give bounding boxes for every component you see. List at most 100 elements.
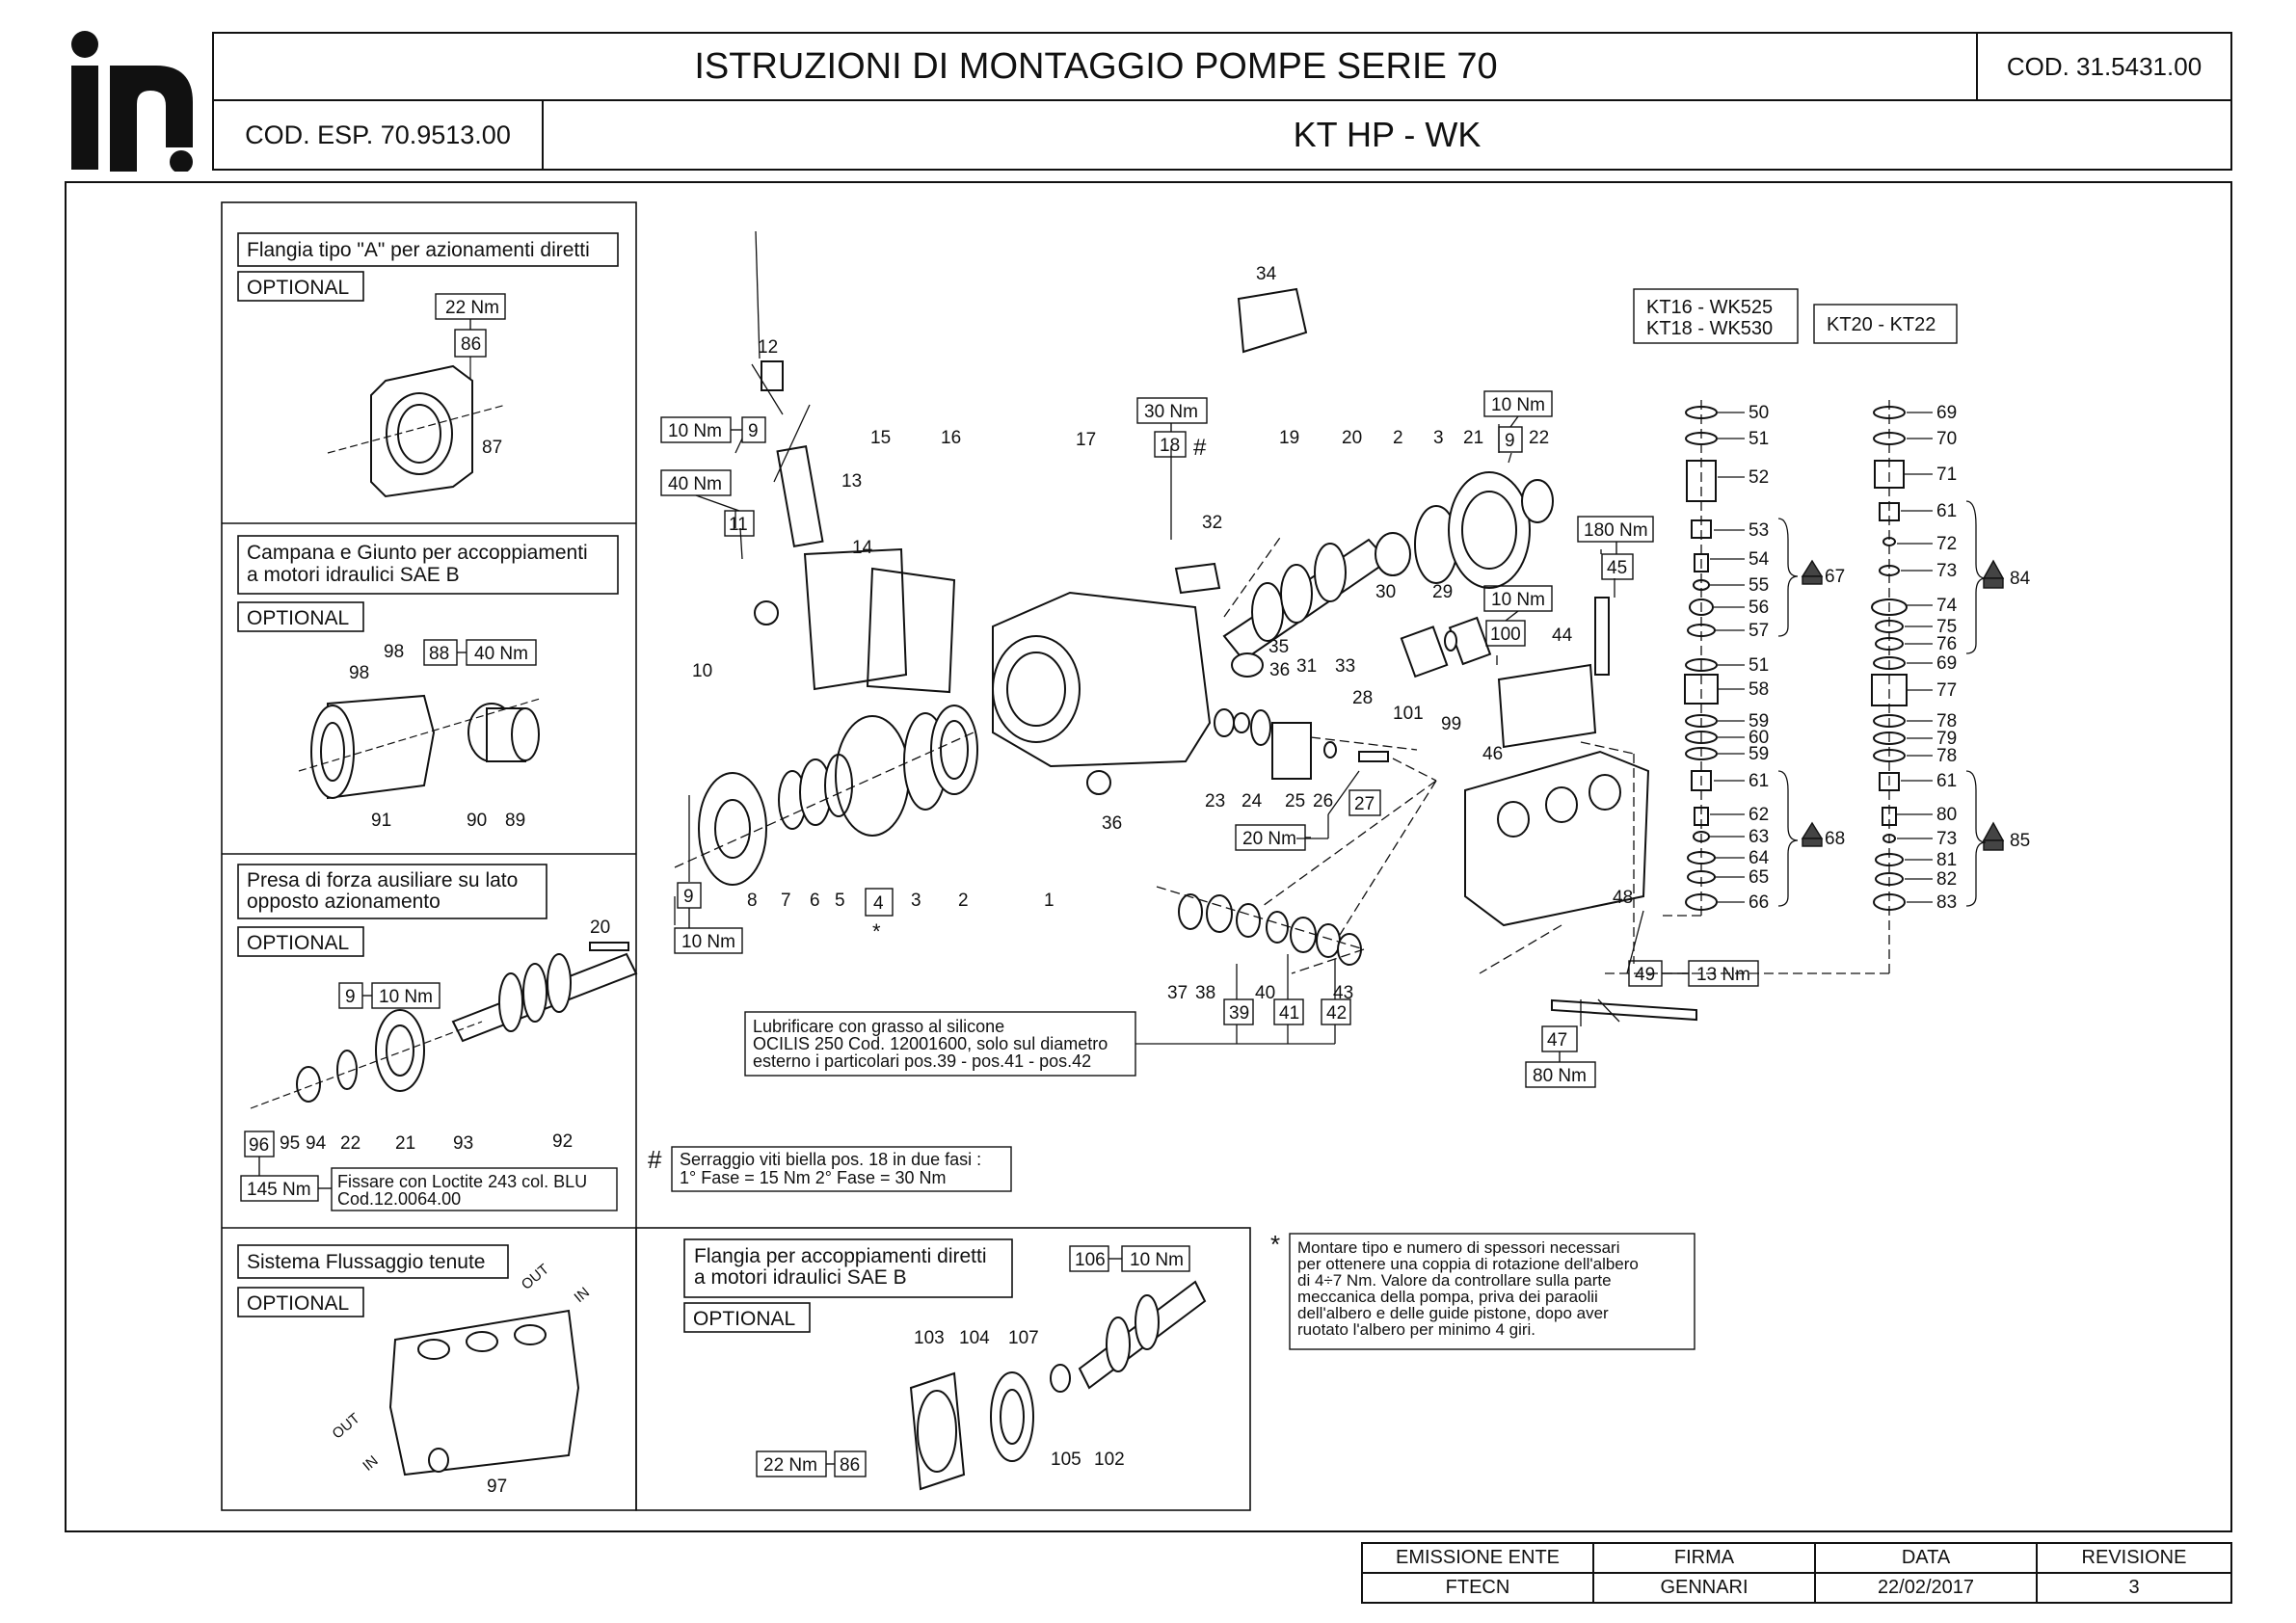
label-19: 19 [1279, 428, 1299, 448]
label-15: 15 [870, 428, 891, 448]
note-star: * Montare tipo e numero di spessori nece… [1270, 1230, 1695, 1350]
hash-symbol: # [648, 1145, 662, 1174]
vr-81: 81 [1936, 850, 1957, 870]
tag-pos-18: 18 [1160, 436, 1180, 456]
torque-connectors [688, 415, 1689, 1062]
label-101: 101 [1393, 704, 1424, 724]
tag-pos-45: 45 [1607, 558, 1627, 578]
tag-10nm-9c: 10 Nm [681, 932, 735, 952]
sae-torque-106: 10 Nm [1130, 1250, 1184, 1270]
vr-78: 78 [1936, 711, 1957, 732]
label-2a: 2 [1393, 428, 1403, 448]
tag-40nm-11: 40 Nm [668, 474, 722, 494]
sae-label-103: 103 [914, 1328, 945, 1348]
footer-header-firma: FIRMA [1673, 1547, 1735, 1568]
vr-80: 80 [1936, 805, 1957, 825]
label-3a: 3 [1433, 428, 1444, 448]
tag-13nm: 13 Nm [1696, 965, 1750, 985]
label-48: 48 [1613, 888, 1633, 908]
panel-flush: Sistema Flussaggio tenute OPTIONAL OUT I… [237, 1244, 593, 1497]
panel-bell: Campana e Giunto per accoppiamenti a mot… [237, 535, 619, 831]
vl-54: 54 [1749, 549, 1770, 570]
sae-parts [909, 1280, 1207, 1491]
label-10: 10 [692, 661, 712, 681]
pto-labels: 95 94 22 21 93 92 [280, 1131, 573, 1154]
tag-80nm: 80 Nm [1533, 1066, 1587, 1086]
bell-torque: 40 Nm [474, 644, 528, 664]
star-symbol: * [1270, 1230, 1280, 1259]
flush-out-2: OUT [330, 1410, 363, 1442]
pto-pos-96: 96 [249, 1135, 269, 1156]
vl-57: 57 [1749, 621, 1769, 641]
vl-62: 62 [1749, 805, 1769, 825]
vr-69: 69 [1936, 403, 1957, 423]
panel-pto: Presa di forza ausiliare su lato opposto… [237, 864, 638, 1211]
label-38: 38 [1195, 983, 1215, 1003]
bell-pos-98b: 98 [349, 663, 369, 683]
pto-title-1: Presa di forza ausiliare su lato [247, 869, 518, 891]
vl-53: 53 [1749, 520, 1769, 541]
sae-label-104: 104 [959, 1328, 990, 1348]
star-line-2: per ottenere una coppia di rotazione del… [1297, 1255, 1639, 1273]
vl-56: 56 [1749, 598, 1769, 618]
sae-pos-86: 86 [840, 1455, 860, 1476]
vr-61: 61 [1936, 501, 1957, 521]
label-24: 24 [1241, 791, 1263, 812]
vl-66: 66 [1749, 892, 1769, 913]
bell-part [310, 694, 540, 800]
footer-value-data: 22/02/2017 [1877, 1577, 1975, 1598]
vr-76: 76 [1936, 634, 1957, 654]
star-line-3: di 4÷7 Nm. Valore da controllare sulla p… [1297, 1271, 1612, 1290]
bottom-mid-frame [635, 1227, 1251, 1511]
label-25: 25 [1285, 791, 1305, 812]
pto-screw-pos: 9 [345, 987, 356, 1007]
vr-70: 70 [1936, 429, 1957, 449]
pto-note-2: Cod.12.0064.00 [337, 1189, 461, 1209]
vr-71: 71 [1936, 465, 1957, 485]
tag-pos-9b: 9 [1505, 431, 1515, 451]
vr-78b: 78 [1936, 746, 1957, 766]
vl-52: 52 [1749, 467, 1769, 488]
label-35: 35 [1268, 637, 1289, 657]
rear-cover [803, 547, 908, 691]
vl-59b: 59 [1749, 744, 1769, 764]
footer-value-firma: GENNARI [1660, 1577, 1749, 1598]
star-line-1: Montare tipo e numero di spessori necess… [1297, 1238, 1620, 1257]
sae-title-2: a motori idraulici SAE B [694, 1266, 907, 1289]
flush-optional: OPTIONAL [247, 1292, 349, 1315]
sae-optional: OPTIONAL [693, 1308, 795, 1330]
lube-line-3: esterno i particolari pos.39 - pos.41 - … [753, 1051, 1091, 1071]
leader-lines [674, 230, 1987, 1045]
pto-torque-96: 145 Nm [247, 1180, 311, 1200]
tag-pos-49: 49 [1635, 965, 1655, 985]
vl-58: 58 [1749, 679, 1769, 700]
pto-note-1: Fissare con Loctite 243 col. BLU [337, 1172, 587, 1191]
pto-label-22: 22 [340, 1133, 360, 1154]
label-36a: 36 [1269, 660, 1290, 680]
vl-61: 61 [1749, 771, 1769, 791]
tag-pos-41: 41 [1279, 1003, 1299, 1024]
doc-title: ISTRUZIONI DI MONTAGGIO POMPE SERIE 70 [694, 45, 1498, 87]
flange-a-title: Flangia tipo "A" per azionamenti diretti [247, 239, 590, 261]
variant-labels: KT16 - WK525 KT18 - WK530 KT20 - KT22 [1633, 288, 1958, 344]
tag-pos-27: 27 [1354, 794, 1375, 814]
vl-64: 64 [1749, 848, 1770, 868]
label-28: 28 [1352, 688, 1373, 708]
left-column-frame [221, 201, 637, 1511]
label-30: 30 [1375, 582, 1396, 602]
label-99: 99 [1441, 714, 1461, 734]
part-labels: 12 13 14 15 16 17 19 20 2 3 21 22 34 32 … [692, 264, 1633, 1003]
exploded-code-cell [212, 99, 544, 171]
gasket [866, 567, 956, 694]
footer-table: EMISSIONE ENTE FIRMA DATA REVISIONE FTEC… [1361, 1542, 2232, 1604]
tag-hash-18: # [1193, 435, 1207, 461]
valve-left-labels: 50 51 52 53 54 55 56 57 51 58 59 60 59 6… [1749, 403, 1845, 913]
pto-optional: OPTIONAL [247, 932, 349, 954]
label-29: 29 [1432, 582, 1453, 602]
flange-a-screw-pos: 86 [461, 334, 481, 355]
flush-in-1: IN [572, 1284, 593, 1306]
vl-51b: 51 [1749, 655, 1769, 676]
pto-label-21: 21 [395, 1133, 415, 1154]
vr-83: 83 [1936, 892, 1957, 913]
